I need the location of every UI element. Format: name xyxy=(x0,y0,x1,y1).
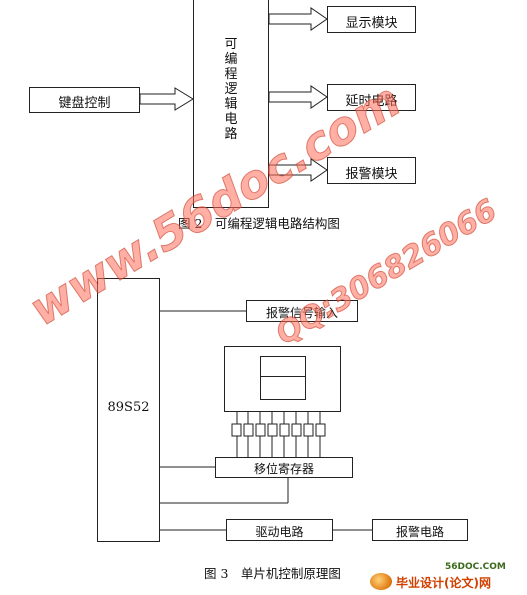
pld-label-char: 逻 xyxy=(224,82,238,97)
display-digit-frame xyxy=(260,356,306,400)
mcu-label: 89S52 xyxy=(107,400,150,415)
pld-label-char: 辑 xyxy=(224,97,238,112)
arrow-keyboard-to-pld xyxy=(139,87,194,111)
pld-label-char: 可 xyxy=(224,37,238,52)
fig2-arrows xyxy=(139,7,328,182)
alarm-circuit-label: 报警电路 xyxy=(395,525,444,539)
seven-segment-display-block xyxy=(224,346,341,412)
display-module-box: 显示模块 xyxy=(327,6,416,33)
arrow-pld-to-display xyxy=(268,7,328,31)
alarm-signal-input-label: 报警信号输入 xyxy=(265,306,338,320)
delay-circuit-box: 延时电路 xyxy=(327,84,416,111)
keyboard-control-label: 键盘控制 xyxy=(58,96,111,111)
driver-circuit-label: 驱动电路 xyxy=(255,525,304,539)
pld-label-char: 程 xyxy=(224,67,238,82)
shift-register-box: 移位寄存器 xyxy=(215,457,353,478)
display-digit-divider xyxy=(261,376,305,377)
logo-site-text: 56DOC.COM xyxy=(445,562,506,572)
keyboard-control-box: 键盘控制 xyxy=(29,87,140,113)
driver-circuit-box: 驱动电路 xyxy=(226,519,333,541)
logo-brand-text: 毕业设计(论文)网 xyxy=(396,576,491,590)
site-logo: 56DOC.COM 毕业设计(论文)网 xyxy=(370,562,522,592)
arrow-pld-to-delay xyxy=(268,85,328,109)
figure3-caption: 图 3 单片机控制原理图 xyxy=(204,566,341,581)
delay-circuit-label: 延时电路 xyxy=(345,94,398,109)
alarm-signal-input-box: 报警信号输入 xyxy=(246,300,358,322)
bus-lines xyxy=(236,412,321,457)
pld-label: 可编程逻辑电路 xyxy=(221,37,241,142)
pld-label-char: 路 xyxy=(224,127,238,142)
pld-block: 可编程逻辑电路 xyxy=(193,0,269,208)
alarm-module-label: 报警模块 xyxy=(345,167,398,182)
alarm-circuit-box: 报警电路 xyxy=(372,519,468,541)
alarm-module-box: 报警模块 xyxy=(327,157,416,184)
pld-label-char: 电 xyxy=(224,112,238,127)
pld-label-char: 编 xyxy=(224,52,238,67)
display-module-label: 显示模块 xyxy=(345,16,398,31)
fig3-wires xyxy=(160,310,372,531)
arrow-pld-to-alarm-module xyxy=(268,158,328,182)
shift-register-label: 移位寄存器 xyxy=(253,462,314,476)
segment-resistors xyxy=(231,423,326,437)
figure2-caption: 图 2 可编程逻辑电路结构图 xyxy=(178,216,340,231)
mcu-89s52-block: 89S52 xyxy=(97,278,160,542)
logo-emblem-icon xyxy=(370,573,392,590)
